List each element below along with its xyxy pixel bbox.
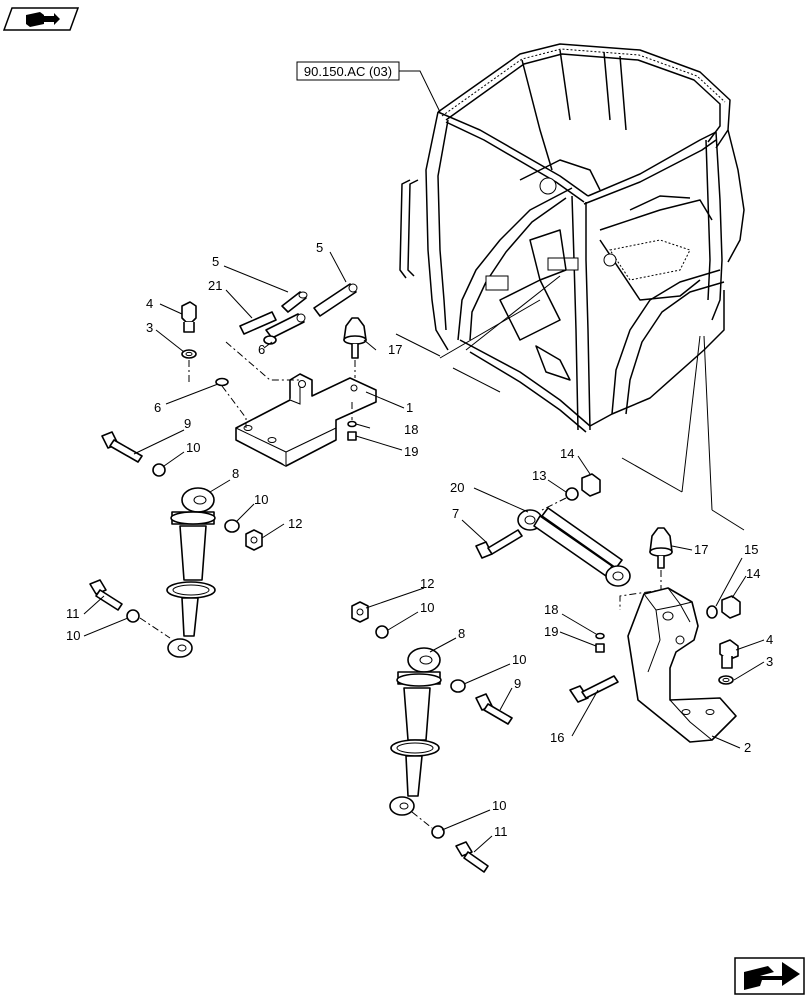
callout-12-right: 12 — [420, 576, 434, 591]
pin-5-left — [281, 291, 308, 313]
callout-6-left: 6 — [154, 400, 161, 415]
callout-11-left: 11 — [66, 606, 80, 621]
rubber-stop-17-left — [343, 317, 367, 359]
callout-10-left-c: 10 — [66, 628, 80, 643]
callout-11-right: 11 — [494, 824, 508, 839]
reference-label-box[interactable]: 90.150.AC (03) — [296, 61, 400, 81]
callout-9-left: 9 — [184, 416, 191, 431]
pin-5-right — [313, 283, 358, 317]
callout-20: 20 — [450, 480, 464, 495]
bolt-4-left — [181, 301, 197, 359]
callout-10-left-a: 10 — [186, 440, 200, 455]
callout-14-right: 14 — [746, 566, 760, 581]
reference-label[interactable]: 90.150.AC (03) — [304, 64, 392, 79]
callout-16: 16 — [550, 730, 564, 745]
callout-12-left: 12 — [288, 516, 302, 531]
right-mount-bracket — [627, 587, 737, 743]
callout-15: 15 — [744, 542, 758, 557]
shock-absorber-right — [389, 647, 442, 816]
callout-2: 2 — [744, 740, 751, 755]
callout-10-right-b: 10 — [512, 652, 526, 667]
shock-absorber-left — [166, 487, 216, 658]
callout-19-left: 19 — [404, 444, 418, 459]
callout-18-right: 18 — [544, 602, 558, 617]
callout-17-left: 17 — [388, 342, 402, 357]
callout-8-right: 8 — [458, 626, 465, 641]
callout-labels: 5 5 21 4 3 6 17 6 1 18 19 9 10 8 10 12 1… — [66, 240, 773, 839]
callout-13: 13 — [532, 468, 546, 483]
reference-leader — [399, 70, 441, 113]
callout-5a: 5 — [212, 254, 219, 269]
callout-6-center: 6 — [258, 342, 265, 357]
left-mount-bracket — [235, 373, 377, 467]
callout-19-right: 19 — [544, 624, 558, 639]
panhard-rod-20 — [517, 507, 631, 587]
cab-frame — [399, 43, 745, 433]
next-page-arrow-icon[interactable] — [734, 957, 805, 995]
callout-3-left: 3 — [146, 320, 153, 335]
rubber-stop-17-right — [649, 527, 673, 569]
callout-9-right: 9 — [514, 676, 521, 691]
callout-14-top: 14 — [560, 446, 574, 461]
callout-21: 21 — [208, 278, 222, 293]
section-book-arrow-icon[interactable] — [2, 7, 80, 31]
callout-leaders — [83, 251, 765, 853]
sleeve-21 — [239, 311, 306, 339]
callout-8-left: 8 — [232, 466, 239, 481]
callout-4-right: 4 — [766, 632, 773, 647]
callout-1: 1 — [406, 400, 413, 415]
callout-18-left: 18 — [404, 422, 418, 437]
callout-10-right-c: 10 — [492, 798, 506, 813]
callout-10-left-b: 10 — [254, 492, 268, 507]
callout-17-right: 17 — [694, 542, 708, 557]
callout-5b: 5 — [316, 240, 323, 255]
callout-4-left: 4 — [146, 296, 153, 311]
callout-3-right: 3 — [766, 654, 773, 669]
callout-7: 7 — [452, 506, 459, 521]
callout-10-right-a: 10 — [420, 600, 434, 615]
